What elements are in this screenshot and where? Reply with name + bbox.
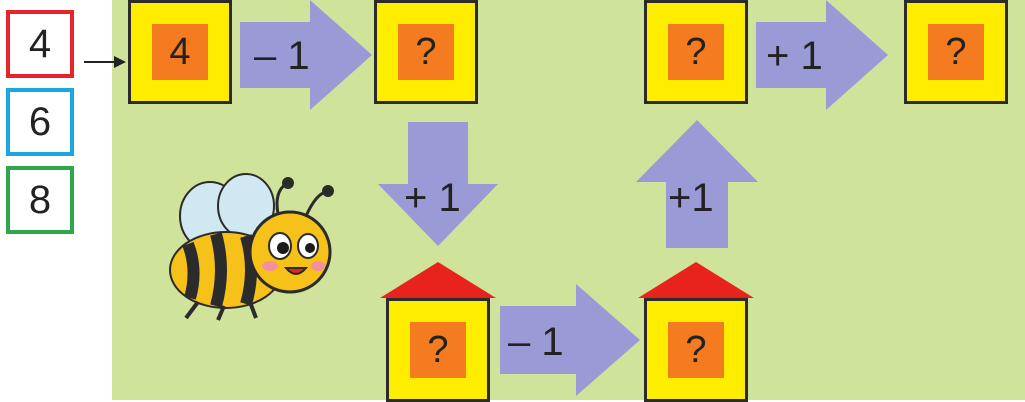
house-number[interactable]: ? [398, 24, 454, 80]
house-number[interactable]: ? [928, 24, 984, 80]
option-value-2: 6 [29, 100, 51, 145]
house-3: ? [386, 298, 490, 402]
house-number[interactable]: ? [668, 24, 724, 80]
house-5: ? [644, 0, 748, 104]
house-wall: 4 [128, 0, 232, 104]
bee-icon [158, 172, 348, 322]
roof [638, 262, 754, 298]
roof [380, 262, 496, 298]
operation-label: – 1 [508, 320, 564, 365]
house-wall: ? [386, 298, 490, 402]
operation-label: +1 [668, 176, 714, 221]
option-value-1: 4 [29, 22, 51, 67]
pointer-arrow-icon [84, 55, 126, 69]
house-wall: ? [904, 0, 1008, 104]
house-wall: ? [644, 298, 748, 402]
house-2: ? [374, 0, 478, 104]
house-4: ? [644, 298, 748, 402]
option-box-1[interactable]: 4 [6, 10, 74, 78]
house-start: 4 [128, 0, 232, 104]
house-number: 4 [152, 24, 208, 80]
house-number[interactable]: ? [410, 322, 466, 378]
operation-label: – 1 [254, 34, 310, 79]
house-6: ? [904, 0, 1008, 104]
option-box-3[interactable]: 8 [6, 166, 74, 234]
house-wall: ? [644, 0, 748, 104]
operation-label: + 1 [404, 176, 461, 221]
house-wall: ? [374, 0, 478, 104]
house-number[interactable]: ? [668, 322, 724, 378]
option-box-2[interactable]: 6 [6, 88, 74, 156]
option-value-3: 8 [29, 178, 51, 223]
operation-label: + 1 [766, 34, 823, 79]
